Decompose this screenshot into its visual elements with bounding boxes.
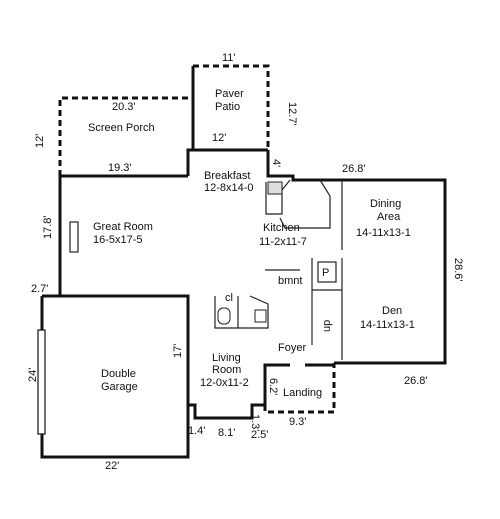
dim-living-side: 17' (172, 344, 184, 358)
garage-label-line1: Double (101, 368, 136, 380)
vanity-icon (254, 309, 267, 323)
screen-porch-label: Screen Porch (88, 122, 155, 134)
living-wall (188, 363, 290, 420)
dim-house-top-right: 26.8' (342, 163, 366, 175)
den-size: 14-11x13-1 (360, 319, 415, 331)
living-room-label-line2: Room (212, 364, 241, 376)
dim-patio-top: 11' (222, 52, 236, 64)
kitchen-label: Kitchen (263, 222, 300, 234)
living-room-size: 12-0x11-2 (200, 377, 249, 389)
dim-garage-bottom: 22' (105, 460, 119, 472)
landing-outline (263, 363, 336, 414)
closet-label: cl (225, 292, 233, 304)
kitchen-size: 11-2x11-7 (259, 236, 307, 248)
stairs-up-label: up (321, 320, 333, 332)
dining-counter (279, 179, 331, 229)
dim-patio-bottom: 12' (212, 132, 226, 144)
great-room-label: Great Room (93, 221, 153, 233)
breakfast-size: 12-8x14-0 (204, 182, 254, 194)
dim-landing-jog: 2.5' (251, 429, 268, 441)
patio-outline (193, 64, 270, 150)
great-room-size: 16-5x17-5 (93, 234, 143, 246)
porch-right-wall (186, 148, 268, 176)
bath-wall (214, 295, 269, 329)
dim-landing-side: 6.2' (267, 378, 279, 395)
dim-porch-top: 20.3' (112, 101, 136, 113)
dim-living-bottom: 8.1' (218, 427, 235, 439)
pantry-label: P (322, 267, 329, 279)
dim-house-right: 28.6' (452, 258, 464, 282)
living-room-label-line1: Living (212, 352, 241, 364)
dim-great-room-side: 17.8' (42, 215, 54, 239)
fireplace (69, 221, 79, 253)
dim-porch-bottom: 19.3' (108, 162, 132, 174)
dining-size: 14-11x13-1 (356, 227, 411, 239)
bmnt-label: bmnt (278, 275, 302, 287)
dining-label-line2: Area (377, 211, 401, 223)
dim-garage-side: 24' (27, 368, 39, 382)
dim-porch-side: 12' (34, 134, 46, 148)
dim-landing-bottom: 9.3' (289, 416, 306, 428)
dining-label-line1: Dining (370, 198, 401, 210)
toilet-icon (217, 307, 231, 325)
garage-label-line2: Garage (101, 381, 138, 393)
exterior-wall (266, 150, 447, 365)
kitchen-counter (265, 179, 291, 215)
porch-outline (58, 96, 193, 176)
patio-label-line2: Patio (215, 101, 240, 113)
pantry-box (317, 261, 337, 283)
dim-living-jog: 1.4' (188, 425, 205, 437)
dim-garage-offset: 2.7' (31, 283, 48, 295)
kitchen-sink (267, 181, 283, 195)
foyer-label: Foyer (278, 342, 306, 354)
dim-patio-side: 12.7' (286, 102, 298, 126)
dim-landing-offset: 1.3' (249, 414, 261, 431)
dim-breakfast-offset: 4' (270, 159, 282, 167)
den-label: Den (382, 305, 402, 317)
patio-label-line1: Paver (215, 88, 244, 100)
breakfast-label: Breakfast (204, 170, 250, 182)
dim-house-bottom-right: 26.8' (404, 375, 428, 387)
garage-door (37, 329, 46, 435)
landing-label: Landing (283, 387, 322, 399)
